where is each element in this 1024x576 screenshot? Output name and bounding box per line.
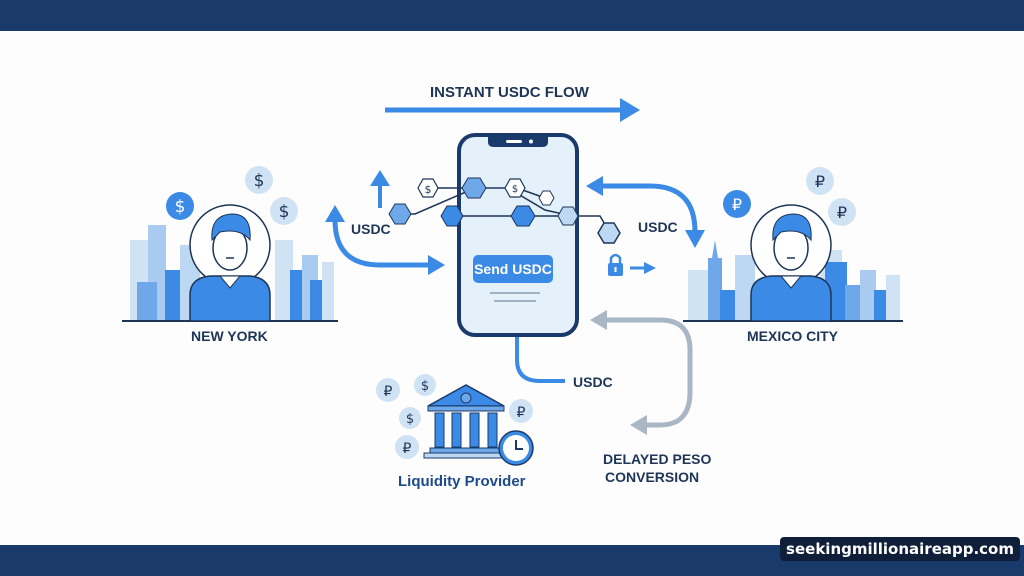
hex-node xyxy=(597,222,621,244)
dollar-coin-icon: $ xyxy=(166,192,194,220)
dollar-coin-icon: $ xyxy=(399,407,421,429)
svg-text:$: $ xyxy=(421,379,429,394)
ruble-coin-icon: ₽ xyxy=(828,198,856,226)
dollar-hex-node xyxy=(538,190,555,206)
left-curved-arrow xyxy=(325,205,445,275)
right-usdc-label: USDC xyxy=(638,219,678,235)
lock-icon xyxy=(608,253,623,276)
svg-text:₽: ₽ xyxy=(815,172,825,191)
dollar-hex-node: $ xyxy=(504,178,526,198)
liquidity-provider-label: Liquidity Provider xyxy=(398,473,526,490)
delayed-label-line1: DELAYED PESO xyxy=(603,451,712,467)
clock-icon xyxy=(498,430,534,466)
svg-text:₽: ₽ xyxy=(517,405,526,421)
lock-arrow xyxy=(630,262,656,274)
hex-node xyxy=(557,206,579,226)
ruble-coin-icon: ₽ xyxy=(376,378,400,402)
dollar-coin-icon: $ xyxy=(270,197,298,225)
svg-text:$: $ xyxy=(512,184,518,195)
left-up-arrow xyxy=(370,170,390,208)
svg-text:₽: ₽ xyxy=(384,384,393,400)
top-banner xyxy=(0,0,1024,31)
svg-text:$: $ xyxy=(175,197,186,217)
instant-flow-arrow xyxy=(385,98,640,122)
instant-flow-label: INSTANT USDC FLOW xyxy=(430,84,589,101)
svg-text:₽: ₽ xyxy=(403,441,412,457)
bank-icon xyxy=(423,384,509,459)
hex-node xyxy=(510,205,536,227)
ruble-coin-icon: ₽ xyxy=(395,435,419,459)
svg-text:₽: ₽ xyxy=(732,195,742,214)
dollar-coin-icon: $ xyxy=(245,166,273,194)
dollar-hex-node: $ xyxy=(417,178,439,198)
bottom-usdc-label: USDC xyxy=(573,374,613,390)
left-usdc-label: USDC xyxy=(351,221,391,237)
smartphone xyxy=(457,133,579,337)
mexico-city-person-icon xyxy=(750,204,832,322)
hex-node xyxy=(440,205,464,227)
svg-text:₽: ₽ xyxy=(837,203,847,222)
ruble-coin-icon: ₽ xyxy=(509,399,533,423)
svg-text:$: $ xyxy=(406,412,414,427)
svg-text:$: $ xyxy=(425,183,432,196)
ruble-coin-icon: ₽ xyxy=(806,167,834,195)
hex-node xyxy=(388,203,412,225)
svg-text:$: $ xyxy=(279,202,290,222)
blockchain-network: $ $ xyxy=(388,177,621,244)
delayed-label-line2: CONVERSION xyxy=(605,469,700,485)
mexico-city-label: MEXICO CITY xyxy=(747,328,839,344)
new-york-label: NEW YORK xyxy=(191,328,268,344)
watermark: seekingmillionaireapp.com xyxy=(780,537,1020,561)
svg-text:$: $ xyxy=(254,171,265,191)
ruble-coin-icon: ₽ xyxy=(723,190,751,218)
dollar-coin-icon: $ xyxy=(414,374,436,396)
send-usdc-button[interactable]: Send USDC xyxy=(473,255,553,283)
bottom-usdc-line xyxy=(515,337,565,383)
delayed-conversion-arrow xyxy=(590,310,693,435)
right-curved-arrow xyxy=(586,176,705,248)
new-york-person-icon xyxy=(189,204,271,322)
hex-node xyxy=(461,177,487,199)
